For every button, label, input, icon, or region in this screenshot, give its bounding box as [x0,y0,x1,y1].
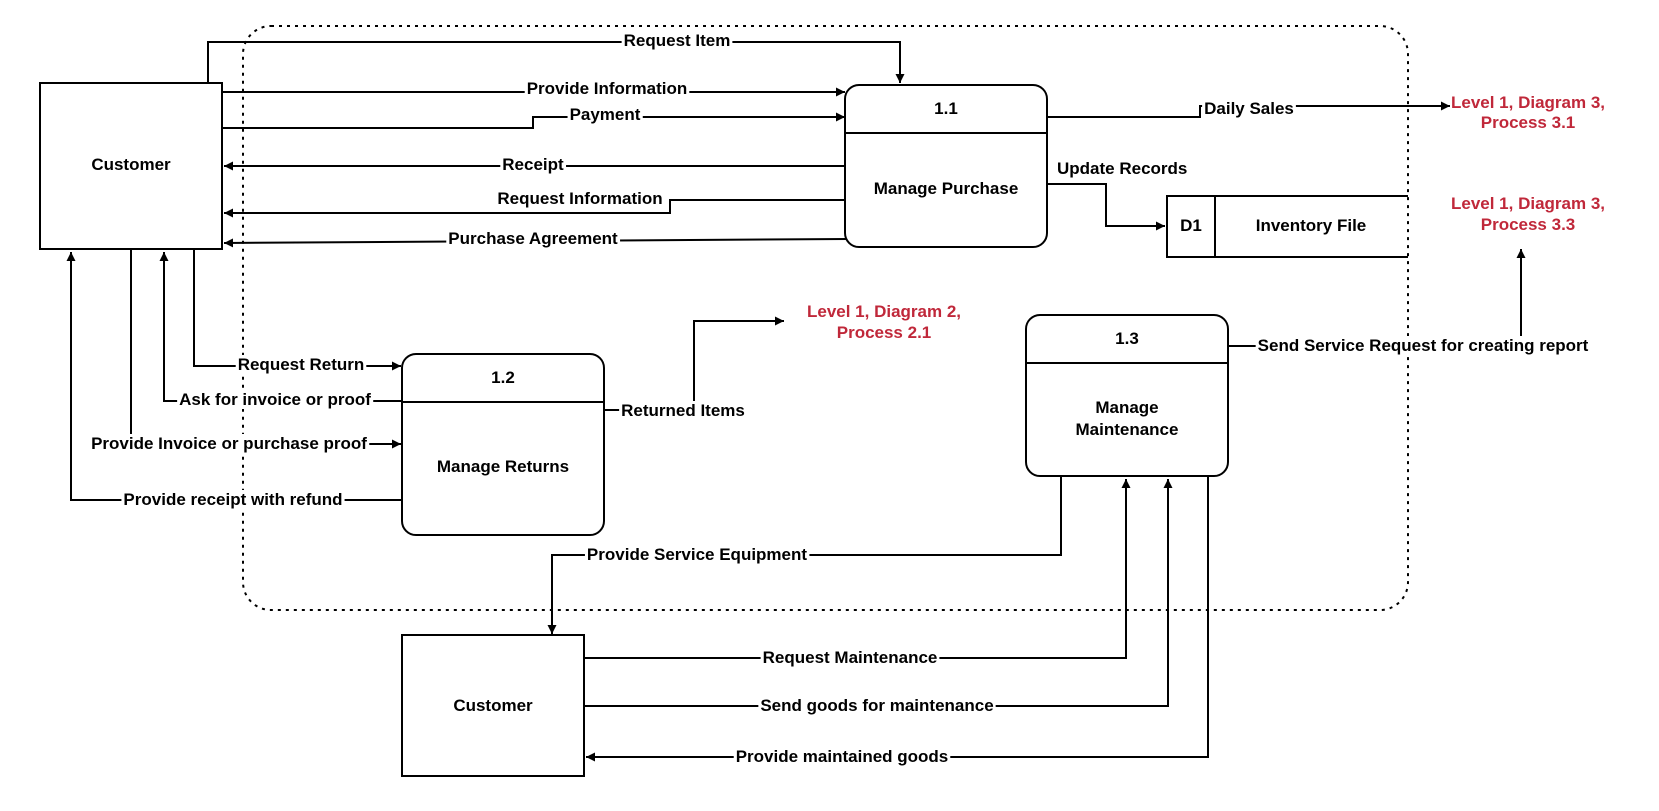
flow-label-purchase-agreement: Purchase Agreement [448,229,618,248]
reference-process-2-1: Level 1, Diagram 2, Process 2.1 [807,302,961,342]
flow-label-daily-sales: Daily Sales [1204,99,1294,118]
flow-label-provide-service-equipment: Provide Service Equipment [587,545,807,564]
flow-label-provide-information: Provide Information [527,79,688,98]
process-1-3: 1.3 Manage Maintenance [1025,314,1229,477]
ref-3-1-line2: Process 3.1 [1481,113,1576,132]
process-1-2-name: Manage Returns [437,457,569,476]
external-entity-customer-bottom: Customer [401,634,585,777]
flow-label-backing [500,155,567,174]
flow-label-backing [1202,99,1296,118]
flow-label-request-item: Request Item [624,31,731,50]
flow-request-maintenance-line [584,479,1131,659]
flow-label-backing [584,545,810,564]
flow-label-request-information: Request Information [497,189,662,208]
process-1-1: 1.1 Manage Purchase [844,84,1048,248]
flow-label-backing [446,229,621,248]
flow-label-provide-receipt-refund: Provide receipt with refund [123,490,342,509]
flow-label-backing [567,105,643,124]
flow-provide-receipt-refund-line [66,252,402,501]
flow-returned-items-line [603,316,784,411]
flow-label-backing [524,79,690,98]
process-1-1-id: 1.1 [934,99,958,118]
customer-bottom-label: Customer [453,696,533,715]
flow-daily-sales-line [1047,101,1450,118]
system-boundary [242,25,1409,611]
flow-request-return-line [193,249,401,371]
flow-request-item-line [207,41,905,83]
flow-label-backing [89,434,370,453]
flow-update-records-line [1047,183,1165,231]
process-1-2-id: 1.2 [491,368,515,387]
flow-request-information-line [224,199,845,218]
process-1-3-id: 1.3 [1115,329,1139,348]
reference-process-3-3: Level 1, Diagram 3, Process 3.3 [1451,194,1605,234]
flow-send-goods-line [584,479,1173,707]
ref-2-1-line2: Process 2.1 [837,323,932,342]
flow-label-update-records: Update Records [1057,159,1187,178]
flow-label-provide-maintained-goods: Provide maintained goods [736,747,949,766]
flow-label-backing [619,401,747,420]
flow-provide-invoice-line [130,249,401,449]
external-entity-customer-top: Customer [39,82,223,250]
flow-label-payment: Payment [570,105,641,124]
flow-label-returned-items: Returned Items [621,401,745,420]
flow-label-provide-invoice: Provide Invoice or purchase proof [91,434,367,453]
ref-3-1-line1: Level 1, Diagram 3, [1451,93,1605,112]
flow-send-service-request-line [1227,249,1526,347]
flow-label-backing [495,189,665,208]
flow-label-backing [235,355,367,374]
customer-top-label: Customer [91,155,171,174]
flow-labels: Request Item Provide Information Payment… [89,31,1591,766]
flow-label-backing [760,648,940,667]
data-store-id: D1 [1180,216,1202,235]
process-1-1-name: Manage Purchase [874,179,1019,198]
flow-label-send-goods: Send goods for maintenance [760,696,993,715]
flow-payment-line [222,112,845,129]
process-1-3-name-line1: Manage [1095,398,1158,417]
flow-label-backing [1255,336,1591,355]
data-store-d1: D1 Inventory File [1166,195,1408,258]
process-1-2: 1.2 Manage Returns [401,353,605,536]
flow-label-backing [177,390,374,409]
data-store-name: Inventory File [1256,216,1367,235]
flow-label-request-return: Request Return [238,355,365,374]
flow-label-backing [733,747,951,766]
reference-process-3-1: Level 1, Diagram 3, Process 3.1 [1451,93,1605,132]
flow-label-backing [621,31,733,50]
flow-label-request-maintenance: Request Maintenance [763,648,938,667]
process-1-3-name-line2: Maintenance [1076,420,1179,439]
flow-label-ask-invoice: Ask for invoice or proof [179,390,371,409]
flow-label-receipt: Receipt [502,155,564,174]
flow-label-backing [121,490,345,509]
flow-ask-invoice-line [159,252,402,402]
flow-label-backing [758,696,996,715]
ref-2-1-line1: Level 1, Diagram 2, [807,302,961,321]
ref-3-3-line1: Level 1, Diagram 3, [1451,194,1605,213]
ref-3-3-line2: Process 3.3 [1481,215,1576,234]
flow-label-send-service-request: Send Service Request for creating report [1258,336,1589,355]
